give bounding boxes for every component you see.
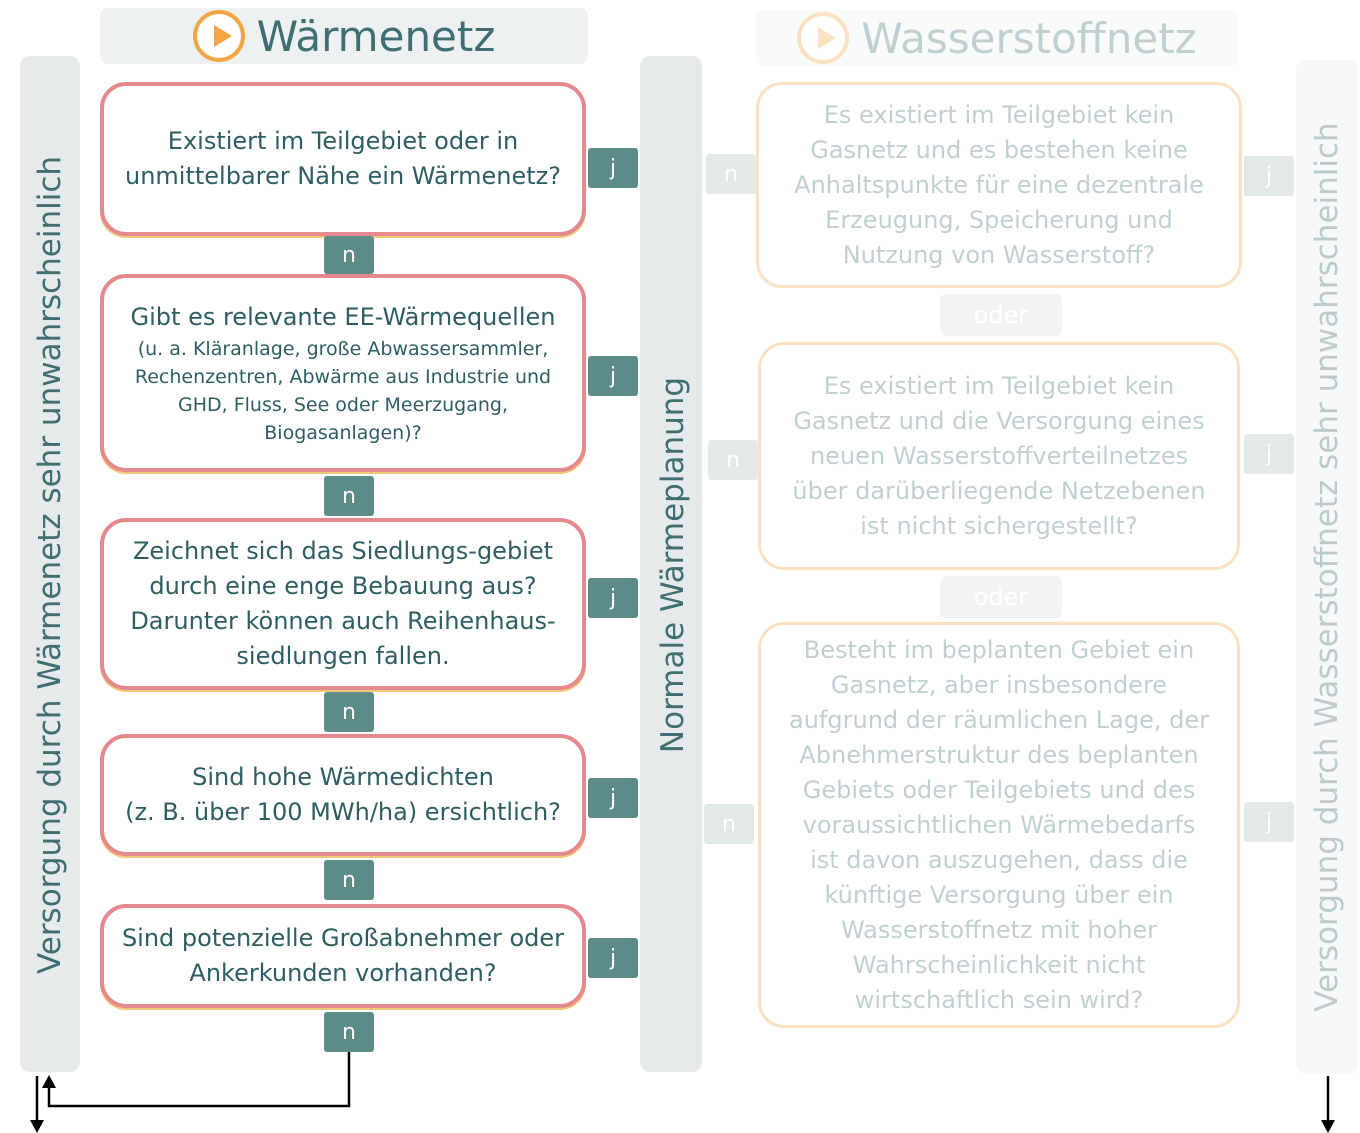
- question-text: Sind hohe Wärmedichten (z. B. über 100 M…: [125, 763, 561, 826]
- heat-question-4: Sind hohe Wärmedichten (z. B. über 100 M…: [100, 734, 586, 856]
- heat-question-1: Existiert im Teilgebiet oder in unmittel…: [100, 82, 586, 236]
- left-header-title: Wärmenetz: [256, 11, 496, 61]
- question-text: Es existiert im Teilgebiet kein Gasnetz …: [792, 371, 1206, 540]
- no-tag: n: [324, 860, 374, 900]
- heat-question-3: Zeichnet sich das Siedlungs-gebiet durch…: [100, 518, 586, 690]
- yes-tag: j: [588, 778, 638, 818]
- yes-tag: j: [1244, 434, 1294, 474]
- play-icon: [797, 12, 850, 64]
- yes-tag: j: [588, 578, 638, 618]
- no-tag: n: [324, 692, 374, 732]
- return-arrow-line: [47, 1052, 351, 1108]
- play-icon: [192, 10, 245, 62]
- yes-tag: j: [588, 148, 638, 188]
- right-header-title: Wasserstoffnetz: [861, 13, 1197, 63]
- question-text: Besteht im beplanten Gebiet ein Gasnetz,…: [789, 635, 1209, 1014]
- heat-question-2: Gibt es relevante EE-Wärmequellen (u. a.…: [100, 274, 586, 472]
- no-tag: n: [706, 154, 756, 194]
- no-tag: n: [324, 236, 374, 274]
- left-outcome-bar: [20, 56, 80, 1072]
- question-subtext: (u. a. Kläranlage, große Abwassersammler…: [134, 337, 552, 444]
- question-text: Es existiert im Teilgebiet kein Gasnetz …: [794, 100, 1204, 269]
- question-text: Sind potenzielle Großabnehmer oder Anker…: [121, 924, 565, 987]
- arrowhead-down: [30, 1120, 44, 1133]
- yes-tag: j: [588, 356, 638, 396]
- yes-tag: j: [588, 938, 638, 978]
- hydrogen-question-1: Es existiert im Teilgebiet kein Gasnetz …: [756, 82, 1242, 288]
- oder-connector: oder: [940, 294, 1062, 336]
- middle-outcome-bar: [640, 56, 702, 1072]
- question-text: Existiert im Teilgebiet oder in unmittel…: [124, 127, 562, 190]
- question-text: Gibt es relevante EE-Wärmequellen: [130, 302, 556, 331]
- hydrogen-question-3: Besteht im beplanten Gebiet ein Gasnetz,…: [758, 622, 1240, 1028]
- hydrogen-column: Es existiert im Teilgebiet kein Gasnetz …: [700, 70, 1300, 1050]
- no-tag: n: [708, 440, 758, 480]
- arrowhead-down: [1321, 1120, 1335, 1133]
- no-tag: n: [324, 1012, 374, 1052]
- left-header: Wärmenetz: [100, 8, 588, 64]
- right-outcome-bar: [1296, 60, 1358, 1074]
- yes-tag: j: [1244, 802, 1294, 842]
- yes-tag: j: [1244, 156, 1294, 196]
- right-header: Wasserstoffnetz: [756, 10, 1238, 66]
- no-tag: n: [704, 804, 754, 844]
- heat-question-5: Sind potenzielle Großabnehmer oder Anker…: [100, 904, 586, 1008]
- question-text: Zeichnet sich das Siedlungs-gebiet durch…: [130, 537, 556, 670]
- no-tag: n: [324, 476, 374, 516]
- hydrogen-question-2: Es existiert im Teilgebiet kein Gasnetz …: [758, 342, 1240, 570]
- oder-connector: oder: [940, 576, 1062, 618]
- arrowhead-up: [42, 1075, 56, 1088]
